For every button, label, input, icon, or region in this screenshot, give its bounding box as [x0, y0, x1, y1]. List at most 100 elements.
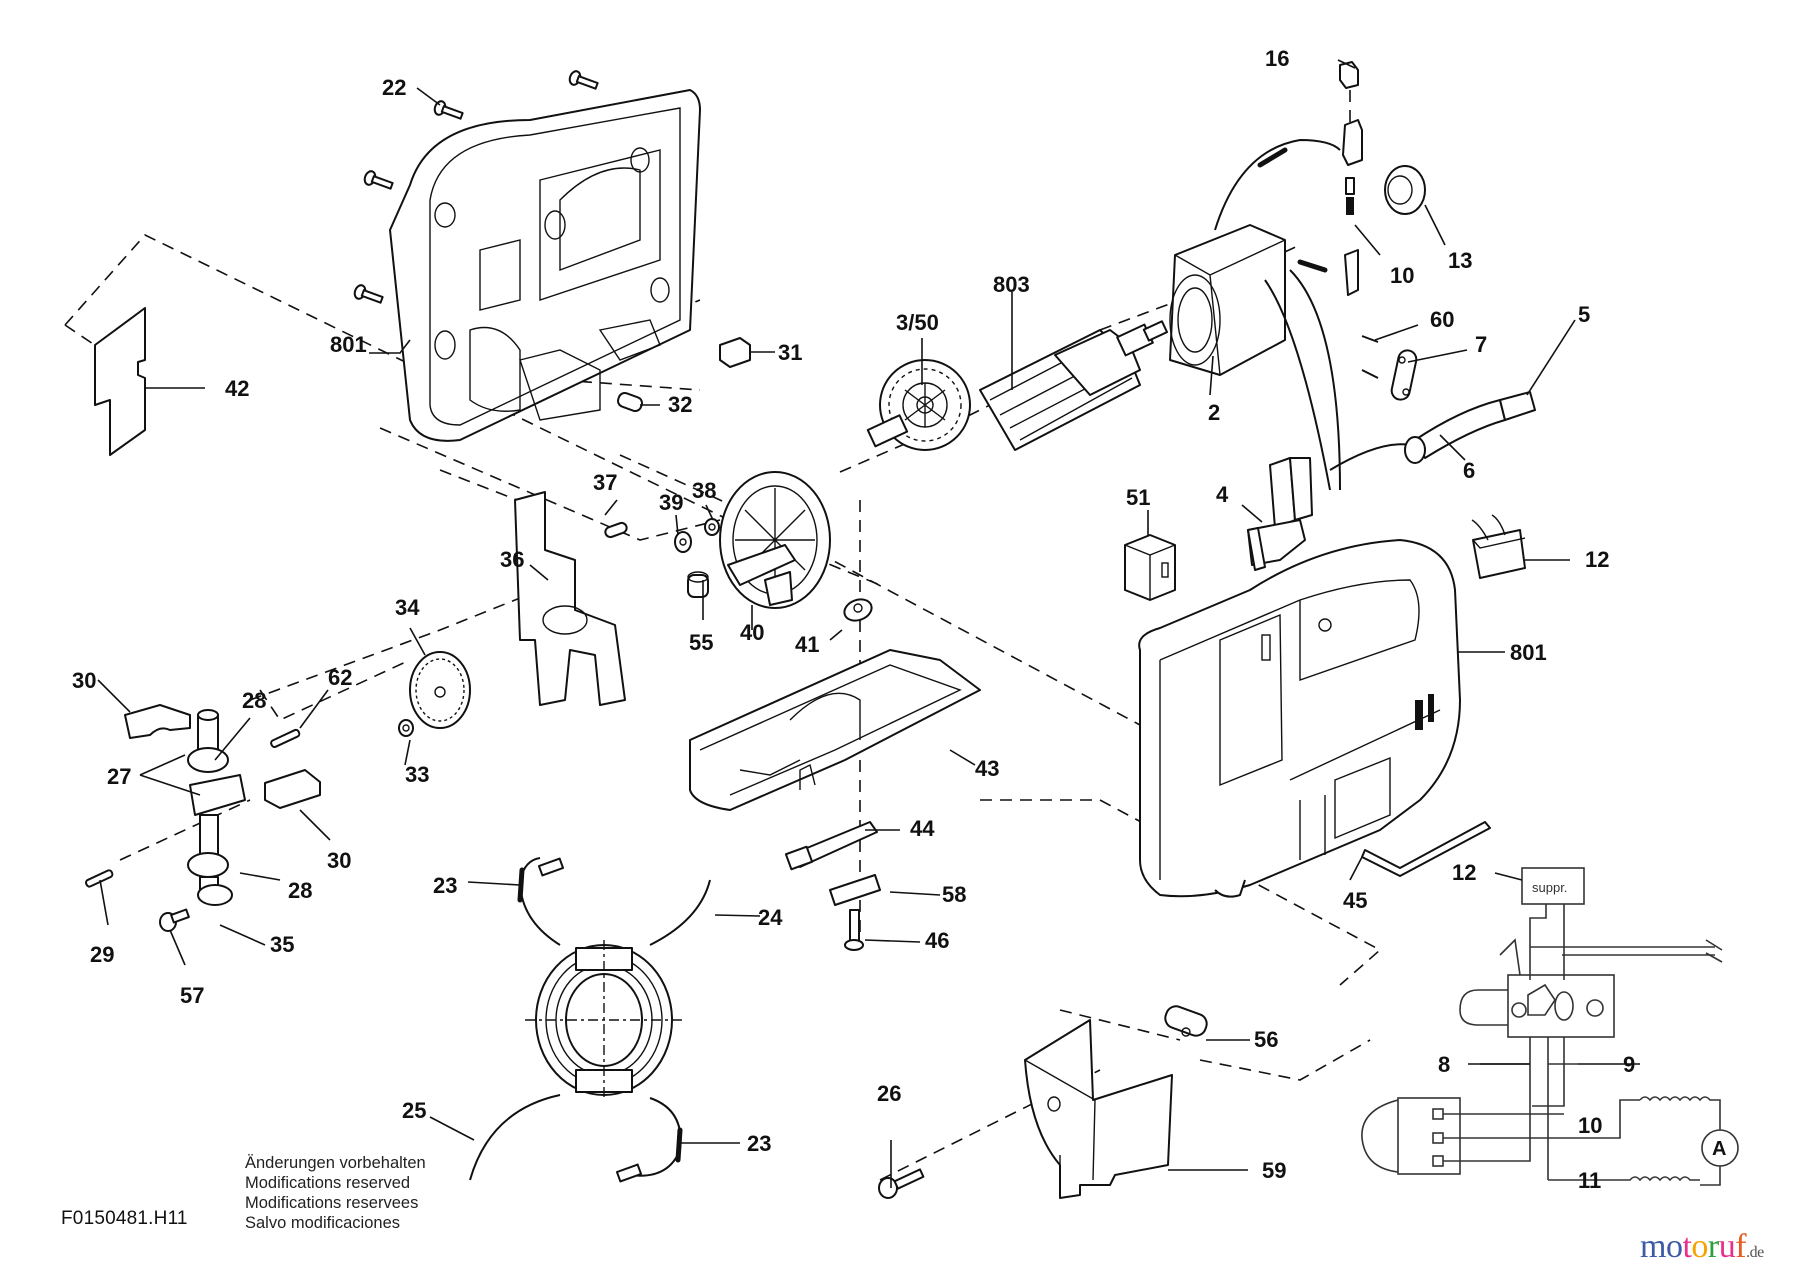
notice-line-en: Modifications reserved: [245, 1174, 411, 1192]
notice-line-de: Änderungen vorbehalten: [245, 1154, 426, 1172]
callout-28-upper: 28: [242, 688, 266, 713]
crank-screw-part: [159, 908, 190, 932]
callout-801-right: 801: [1510, 640, 1547, 665]
callout-56: 56: [1254, 1027, 1278, 1052]
logo-letter: m: [1640, 1228, 1666, 1265]
drawing-code: F0150481.H11: [61, 1208, 188, 1229]
callout-30-lower: 30: [327, 848, 351, 873]
callout-40: 40: [740, 620, 764, 645]
callout-10-schematic: 10: [1578, 1113, 1602, 1138]
power-cord-part: [1404, 391, 1536, 464]
callout-9: 9: [1623, 1052, 1635, 1077]
wiring-harness: [1214, 138, 1411, 491]
logo-letter: u: [1718, 1228, 1736, 1265]
callout-6: 6: [1463, 458, 1475, 483]
callout-39: 39: [659, 490, 683, 515]
callout-43: 43: [975, 756, 999, 781]
callout-10-top: 10: [1390, 263, 1414, 288]
callout-59: 59: [1262, 1158, 1286, 1183]
field-coil-part: [525, 940, 685, 1100]
logo-letter: f: [1735, 1228, 1747, 1265]
brush-lead: [1297, 259, 1328, 273]
callout-32: 32: [668, 392, 692, 417]
callout-31: 31: [778, 340, 802, 365]
callout-25: 25: [402, 1098, 426, 1123]
brush-holder-lower-part: [1344, 249, 1359, 296]
stroke-guide-slot: [542, 605, 588, 635]
callout-22: 22: [382, 75, 406, 100]
callout-41: 41: [795, 632, 819, 657]
electronic-module-part: [1124, 534, 1176, 601]
callout-23-top: 23: [433, 873, 457, 898]
guide-block-lower-part: [264, 769, 321, 809]
roller-pin-part: [604, 521, 628, 539]
wiring-schematic: suppr. A: [1361, 867, 1739, 1186]
callout-29: 29: [90, 942, 114, 967]
callout-35: 35: [270, 932, 294, 957]
callout-16: 16: [1265, 46, 1289, 71]
logo-letter: r: [1707, 1228, 1719, 1265]
callout-51: 51: [1126, 485, 1150, 510]
motor-symbol-label: A: [1712, 1138, 1726, 1160]
switch-part: [1247, 457, 1313, 571]
bushing-part: [687, 571, 709, 598]
callout-28-lower: 28: [288, 878, 312, 903]
modifications-notice: Änderungen vorbehalten Modifications res…: [245, 1153, 426, 1233]
logo-letter: o: [1665, 1228, 1683, 1265]
logo-letter: t: [1682, 1228, 1692, 1265]
callout-2: 2: [1208, 400, 1220, 425]
callout-33: 33: [405, 762, 429, 787]
callout-62: 62: [328, 665, 352, 690]
housing-screws: [353, 70, 599, 304]
cord-clamp-screws: [1361, 335, 1379, 379]
callout-13: 13: [1448, 248, 1472, 273]
carbon-brush-part: [1345, 177, 1355, 215]
clamp-jaw-part: [829, 874, 881, 906]
callout-8: 8: [1438, 1052, 1450, 1077]
bearing-ring-part: [704, 518, 720, 536]
washer-part: [674, 531, 692, 553]
clip-part: [719, 337, 751, 368]
bearing-housing-part: [719, 471, 831, 609]
callout-36: 36: [500, 547, 524, 572]
callout-55: 55: [689, 630, 713, 655]
field-wire-top-left: [517, 857, 565, 946]
guard-nut-part: [1164, 1005, 1208, 1037]
housing-left-half: [389, 89, 701, 442]
spring-pin-upper-part: [270, 728, 301, 748]
notice-line-es: Salvo modificaciones: [245, 1214, 400, 1232]
logo-letter: o: [1691, 1228, 1708, 1265]
field-wire-bottom-right: [615, 1097, 683, 1183]
guide-block-upper-part: [124, 704, 191, 739]
watermark-logo: motoruf.de: [1640, 1228, 1764, 1266]
nut-plate-part: [843, 598, 873, 622]
callout-30-upper: 30: [72, 668, 96, 693]
callout-3-50: 3/50: [896, 310, 939, 335]
callout-42: 42: [225, 376, 249, 401]
callout-27: 27: [107, 764, 131, 789]
brush-cap-part: [1339, 61, 1359, 89]
callout-60: 60: [1430, 307, 1454, 332]
callout-4: 4: [1216, 482, 1229, 507]
spring-pin-lower-part: [85, 869, 114, 888]
brush-cap-round-part: [1384, 165, 1426, 215]
callout-34: 34: [395, 595, 420, 620]
callout-26: 26: [877, 1081, 901, 1106]
callout-12-top: 12: [1585, 547, 1609, 572]
callout-801-left: 801: [330, 332, 367, 357]
callout-38: 38: [692, 478, 716, 503]
drive-gear-part: [409, 651, 471, 729]
stator-field-part: [1169, 224, 1286, 376]
housing-right-half: [1138, 539, 1461, 898]
cord-clamp-part: [1390, 349, 1418, 401]
logo-tld: .de: [1746, 1244, 1764, 1261]
stroke-guide-part: [514, 491, 626, 706]
callout-57: 57: [180, 983, 204, 1008]
blade-clamp-part: [784, 821, 878, 871]
callout-58: 58: [942, 882, 966, 907]
callout-7: 7: [1475, 332, 1487, 357]
callout-44: 44: [910, 816, 935, 841]
callout-leader-lines: [97, 59, 1640, 1188]
field-wire-bottom-left: [469, 1094, 561, 1181]
